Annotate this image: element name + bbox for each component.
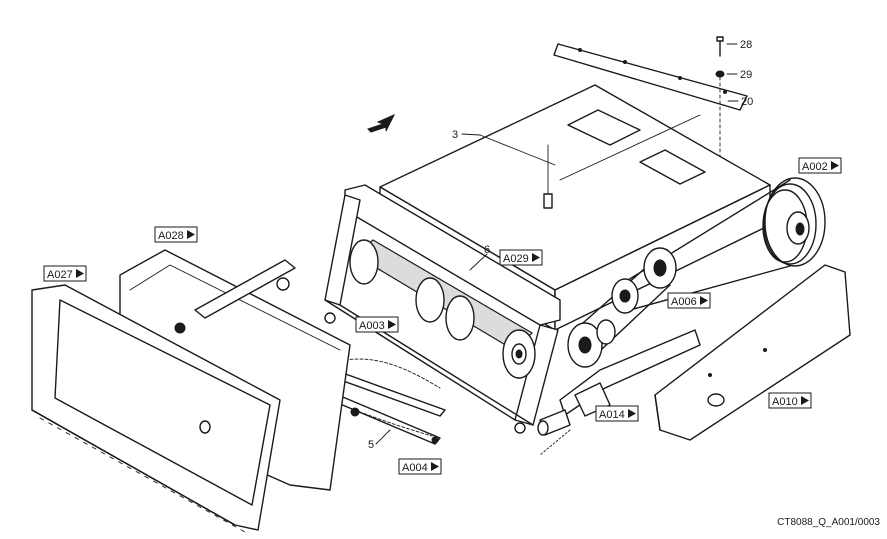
callout-20: 20 (741, 96, 753, 108)
reference-a028[interactable]: A028 (154, 226, 198, 243)
washer-drawing (715, 70, 725, 78)
callout-29: 29 (740, 69, 752, 81)
bolt-drawing (716, 36, 724, 57)
drum-drawing (349, 239, 536, 379)
svg-text:A014: A014 (599, 409, 625, 421)
svg-text:A003: A003 (359, 320, 385, 332)
front-frame-drawing (324, 184, 561, 434)
svg-text:A002: A002 (802, 161, 828, 173)
svg-text:A029: A029 (503, 253, 529, 265)
reference-a029[interactable]: A029 (499, 249, 543, 266)
drive-belt-drawing (567, 179, 791, 368)
reference-a004[interactable]: A004 (398, 458, 442, 475)
callout-5: 5 (368, 439, 374, 451)
svg-text:A028: A028 (158, 230, 184, 242)
drawing-code: CT8088_Q_A001/0003 (777, 517, 880, 528)
cover-plate-drawing (553, 43, 748, 111)
reference-a027[interactable]: A027 (43, 265, 87, 282)
reference-a003[interactable]: A003 (355, 316, 399, 333)
svg-text:A006: A006 (671, 296, 697, 308)
reference-a014[interactable]: A014 (595, 405, 639, 422)
reference-a006[interactable]: A006 (667, 292, 711, 309)
callout-3: 3 (452, 129, 458, 141)
svg-text:A027: A027 (47, 269, 73, 281)
callout-28: 28 (740, 39, 752, 51)
reference-a010[interactable]: A010 (768, 392, 812, 409)
direction-arrow-icon (367, 113, 396, 133)
side-cover-drawing (654, 264, 851, 441)
main-pulley-drawing (762, 177, 826, 267)
reference-a002[interactable]: A002 (798, 157, 842, 174)
svg-text:A010: A010 (772, 396, 798, 408)
callout-6: 6 (484, 244, 490, 256)
svg-text:A004: A004 (402, 462, 428, 474)
front-cover-drawing (31, 284, 281, 533)
